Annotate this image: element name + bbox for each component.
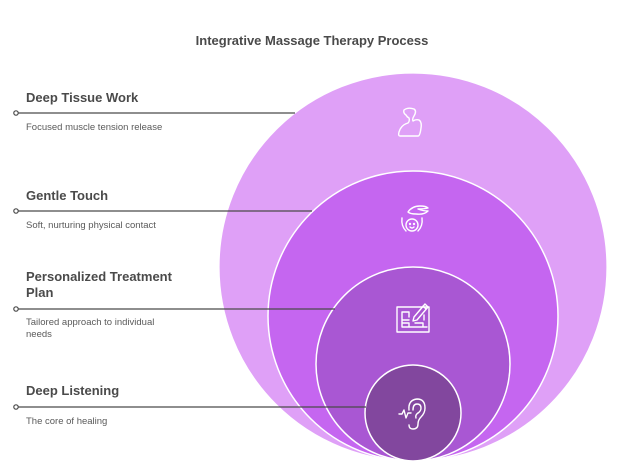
layer-heading: Deep Tissue Work bbox=[26, 90, 139, 105]
connector-dot-1 bbox=[13, 110, 19, 116]
layer-heading: Deep Listening bbox=[26, 383, 120, 398]
layer-heading: Personalized Treatment Plan bbox=[26, 269, 172, 300]
flexed-arm-icon bbox=[397, 107, 422, 137]
ear-listening-icon bbox=[398, 398, 426, 430]
diagram-title: Integrative Massage Therapy Process bbox=[195, 33, 429, 48]
layer-label-3: Personalized Treatment Plan Tailored app… bbox=[26, 269, 186, 341]
layer-description: Tailored approach to individual needs bbox=[26, 317, 155, 340]
layer-description: Focused muscle tension release bbox=[26, 122, 163, 133]
connector-dot-2 bbox=[13, 208, 19, 214]
layer-description: The core of healing bbox=[26, 416, 108, 427]
layer-label-1: Deep Tissue Work Focused muscle tension … bbox=[26, 90, 186, 134]
hand-over-head-icon bbox=[401, 205, 429, 232]
circle-deep-listening bbox=[364, 364, 462, 462]
plan-with-pencil-icon bbox=[396, 303, 430, 333]
layer-description: Soft, nurturing physical contact bbox=[26, 220, 156, 231]
layer-heading: Gentle Touch bbox=[26, 188, 109, 203]
layer-label-2: Gentle Touch Soft, nurturing physical co… bbox=[26, 188, 186, 232]
connector-dot-4 bbox=[13, 404, 19, 410]
layer-label-4: Deep Listening The core of healing bbox=[26, 383, 186, 428]
connector-dot-3 bbox=[13, 306, 19, 312]
